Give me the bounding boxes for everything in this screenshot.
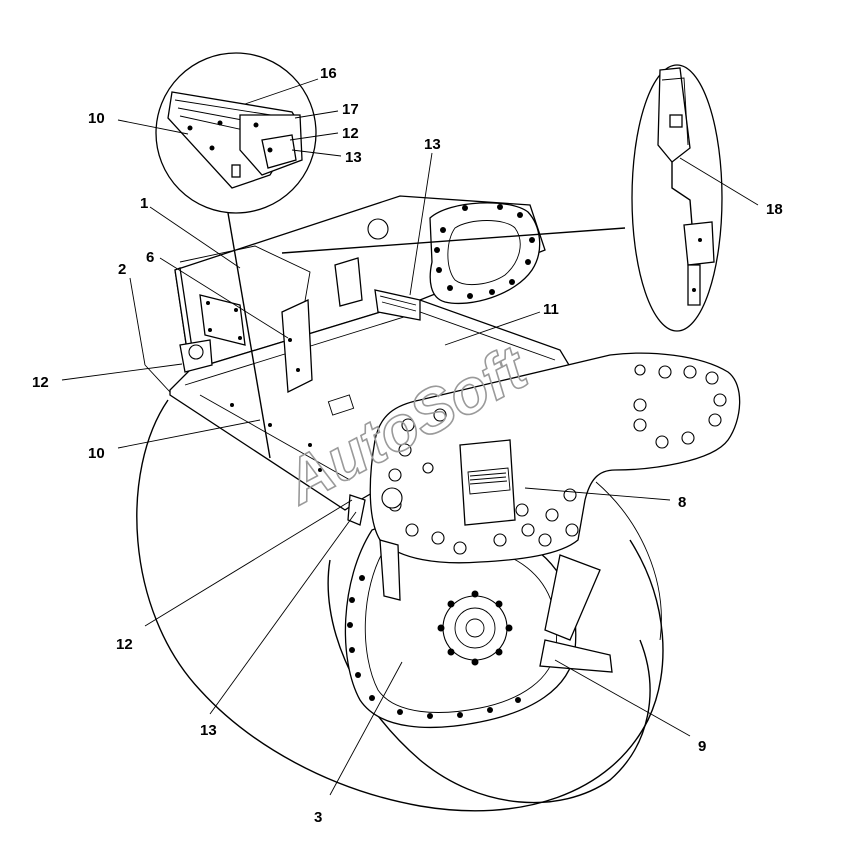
callout-12-bottom: 12: [116, 636, 133, 653]
detail-inset-left: [155, 52, 317, 214]
main-frame: [169, 195, 576, 511]
callout-16: 16: [320, 65, 337, 82]
callout-9: 9: [698, 738, 706, 755]
callout-12-left: 12: [32, 374, 49, 391]
callout-8: 8: [678, 494, 686, 511]
callout-1: 1: [140, 195, 148, 212]
callout-13-top: 13: [424, 136, 441, 153]
callout-2: 2: [118, 261, 126, 278]
callout-17: 17: [342, 101, 359, 118]
callout-10-inset: 10: [88, 110, 105, 127]
callout-12-inset: 12: [342, 125, 359, 142]
detail-inset-right: [631, 64, 723, 332]
callout-6: 6: [146, 249, 154, 266]
callout-labels: 16 17 10 12 13 13 18 1 6 2 11 12 10 8 12…: [32, 65, 783, 826]
callout-10-left: 10: [88, 445, 105, 462]
right-frame-plate: [369, 352, 741, 564]
callout-18: 18: [766, 201, 783, 218]
leader-lines: [61, 78, 759, 796]
callout-13-inset: 13: [345, 149, 362, 166]
callout-11: 11: [543, 301, 559, 318]
callout-13-bottom: 13: [200, 722, 217, 739]
inset-connectors: [227, 212, 626, 459]
drum: [136, 399, 664, 812]
callout-3: 3: [314, 809, 322, 826]
